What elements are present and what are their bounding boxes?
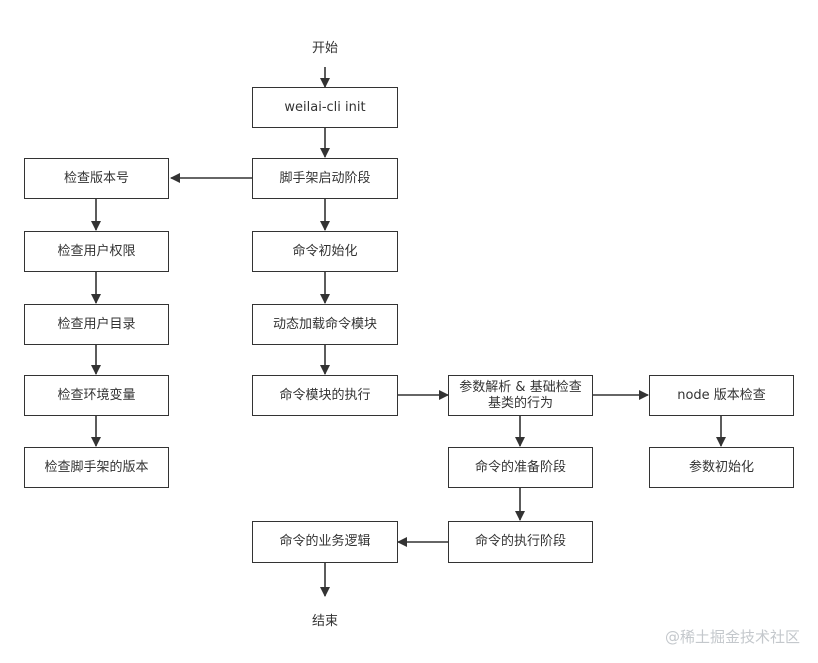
node-business-logic: 命令的业务逻辑 (252, 521, 398, 563)
node-module-exec: 命令模块的执行 (252, 375, 398, 416)
watermark: @稀土掘金技术社区 (664, 628, 800, 646)
node-cli-start-stage-label: 脚手架启动阶段 (279, 170, 371, 186)
node-command-init-label: 命令初始化 (292, 243, 358, 259)
node-cli-start-stage: 脚手架启动阶段 (252, 158, 398, 199)
node-arg-init: 参数初始化 (649, 447, 794, 488)
node-module-exec-label: 命令模块的执行 (279, 387, 371, 403)
node-business-logic-label: 命令的业务逻辑 (279, 534, 371, 549)
node-parse-check-line2: 基类的行为 (487, 395, 553, 411)
node-init-command: weilai-cli init (252, 87, 398, 128)
node-prepare-stage: 命令的准备阶段 (448, 447, 593, 488)
node-check-home-dir: 检查用户目录 (24, 304, 169, 345)
node-check-permission-label: 检查用户权限 (57, 243, 136, 259)
node-parse-check: 参数解析 & 基础检查 基类的行为 (448, 375, 593, 416)
node-command-init: 命令初始化 (252, 231, 398, 272)
node-check-version: 检查版本号 (24, 158, 169, 199)
end-label: 结束 (311, 614, 338, 629)
node-dynamic-load-label: 动态加载命令模块 (272, 316, 377, 332)
node-check-home-dir-label: 检查用户目录 (57, 316, 136, 332)
node-check-version-label: 检查版本号 (63, 170, 129, 186)
node-check-permission: 检查用户权限 (24, 231, 169, 272)
node-node-version-check-label: node 版本检查 (677, 387, 766, 403)
start-label: 开始 (311, 41, 338, 56)
node-arg-init-label: 参数初始化 (688, 459, 754, 475)
node-check-env-label: 检查环境变量 (57, 387, 136, 403)
node-check-env: 检查环境变量 (24, 375, 169, 416)
node-parse-check-line1: 参数解析 & 基础检查 (459, 379, 582, 395)
node-check-cli-version-label: 检查脚手架的版本 (44, 459, 149, 475)
node-init-command-label: weilai-cli init (284, 99, 366, 115)
node-dynamic-load: 动态加载命令模块 (252, 304, 398, 345)
node-prepare-stage-label: 命令的准备阶段 (474, 459, 566, 475)
node-exec-stage: 命令的执行阶段 (448, 521, 593, 563)
node-check-cli-version: 检查脚手架的版本 (24, 447, 169, 488)
node-node-version-check: node 版本检查 (649, 375, 794, 416)
node-exec-stage-label: 命令的执行阶段 (474, 534, 566, 549)
